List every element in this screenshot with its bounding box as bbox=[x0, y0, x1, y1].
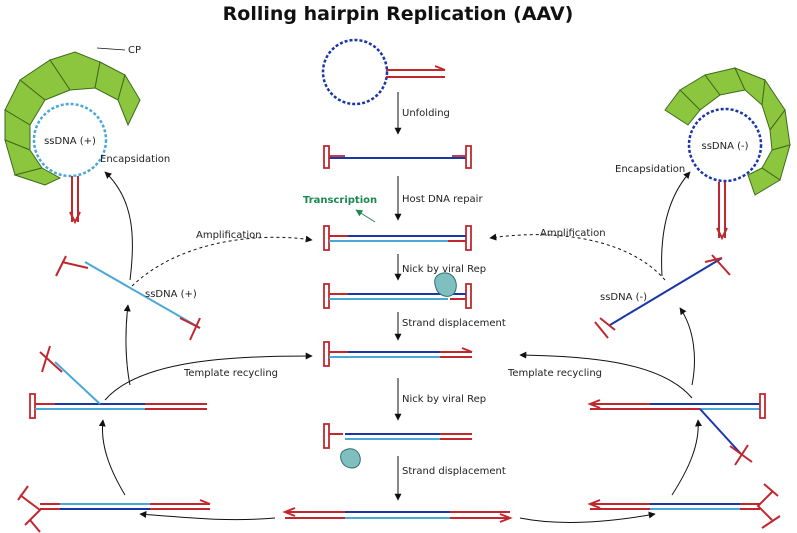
left-bottom-duplex bbox=[17, 485, 211, 533]
duplex-4 bbox=[323, 423, 472, 469]
right-rep-duplex bbox=[587, 393, 766, 466]
right-bottom-duplex bbox=[587, 483, 781, 529]
cp-label: CP bbox=[128, 45, 141, 56]
ssdna-plus-circle bbox=[32, 102, 108, 178]
duplex-1 bbox=[323, 225, 472, 251]
encapsidation-left-label: Encapsidation bbox=[100, 154, 170, 165]
capsid-left-label: ssDNA (+) bbox=[44, 136, 96, 147]
ssdna-minus-circle bbox=[687, 107, 763, 183]
template-left-label: Template recycling bbox=[183, 368, 278, 379]
left-rep-duplex bbox=[29, 345, 207, 419]
capsid-right: ssDNA (-) bbox=[664, 67, 791, 241]
circular-genome bbox=[321, 38, 446, 106]
duplex-bottom bbox=[282, 507, 513, 523]
capsid-left: CP ssDNA (+) bbox=[4, 45, 141, 225]
encapsidation-right-label: Encapsidation bbox=[615, 164, 685, 175]
transcription-label: Transcription bbox=[303, 195, 377, 206]
ssdna-minus-strand bbox=[594, 254, 731, 339]
duplex-3 bbox=[323, 341, 473, 367]
amplification-right-label: Amplification bbox=[540, 228, 606, 239]
strand-disp1-label: Strand displacement bbox=[402, 318, 506, 329]
template-right-label: Template recycling bbox=[507, 368, 602, 379]
capsid-right-label: ssDNA (-) bbox=[701, 141, 748, 152]
rep-protein-1 bbox=[434, 272, 457, 297]
nick1-label: Nick by viral Rep bbox=[402, 264, 486, 275]
diagram-title: Rolling hairpin Replication (AAV) bbox=[223, 3, 574, 25]
strand-disp2-label: Strand displacement bbox=[402, 466, 506, 477]
duplex-2 bbox=[323, 272, 472, 309]
unfolding-label: Unfolding bbox=[402, 108, 450, 119]
amplification-left-label: Amplification bbox=[196, 230, 262, 241]
rep-protein-2 bbox=[340, 448, 361, 469]
host-repair-label: Host DNA repair bbox=[402, 194, 483, 205]
nick2-label: Nick by viral Rep bbox=[402, 394, 486, 405]
ssdna-plus-label: ssDNA (+) bbox=[145, 289, 197, 300]
linear-ssdna bbox=[323, 145, 472, 169]
ssdna-plus-strand bbox=[55, 255, 201, 341]
ssdna-minus-label: ssDNA (-) bbox=[600, 292, 647, 303]
